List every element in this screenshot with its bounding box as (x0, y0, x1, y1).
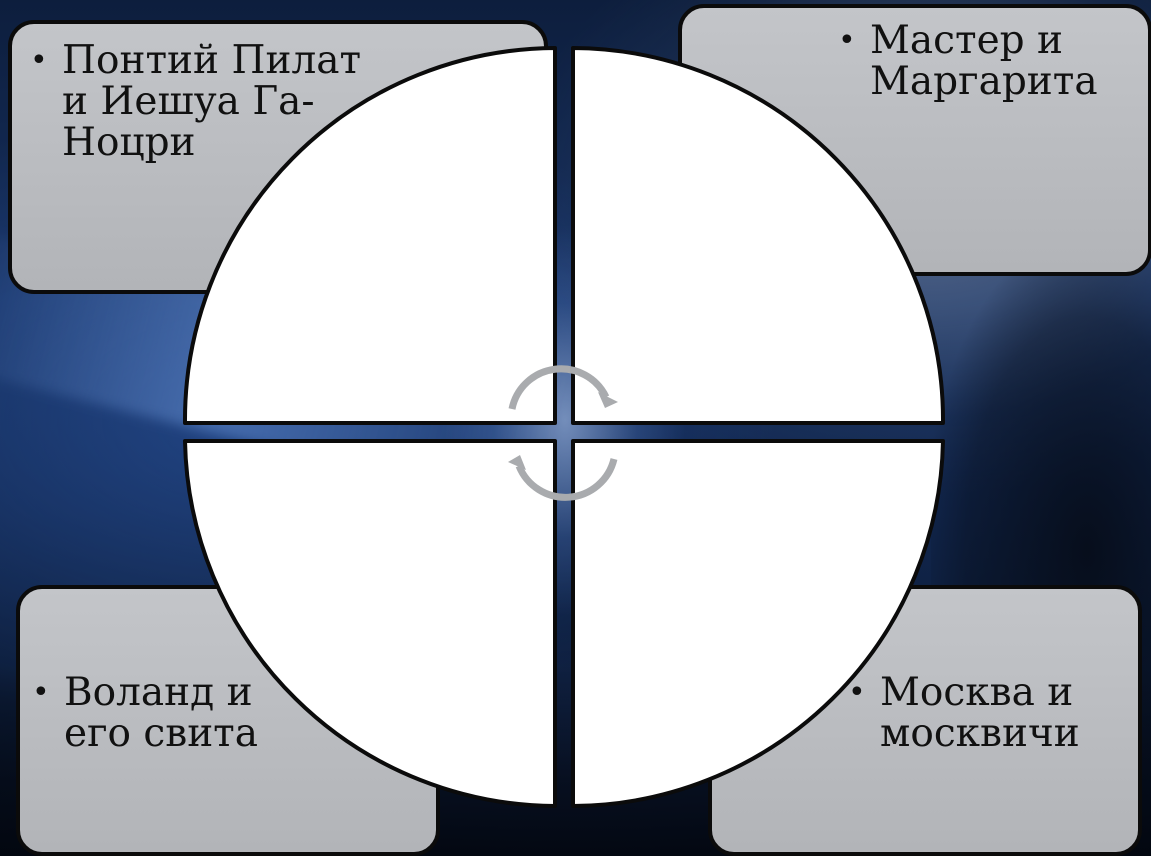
bullet-icon: • (848, 672, 880, 713)
segment-label-bottom-right: •Москва и москвичи (848, 672, 1080, 754)
segment-label-line: москвичи (848, 713, 1080, 754)
segment-label-line: Москва и (880, 670, 1073, 715)
bullet-icon: • (32, 672, 64, 713)
segment-label-bottom-left: •Воланд и его свита (32, 672, 258, 754)
segment-label-line: его свита (32, 713, 258, 754)
segment-label-line: Воланд и (64, 670, 253, 715)
wheel-quadrant-top-left (185, 48, 555, 423)
wheel-quadrant-top-right (573, 48, 943, 423)
